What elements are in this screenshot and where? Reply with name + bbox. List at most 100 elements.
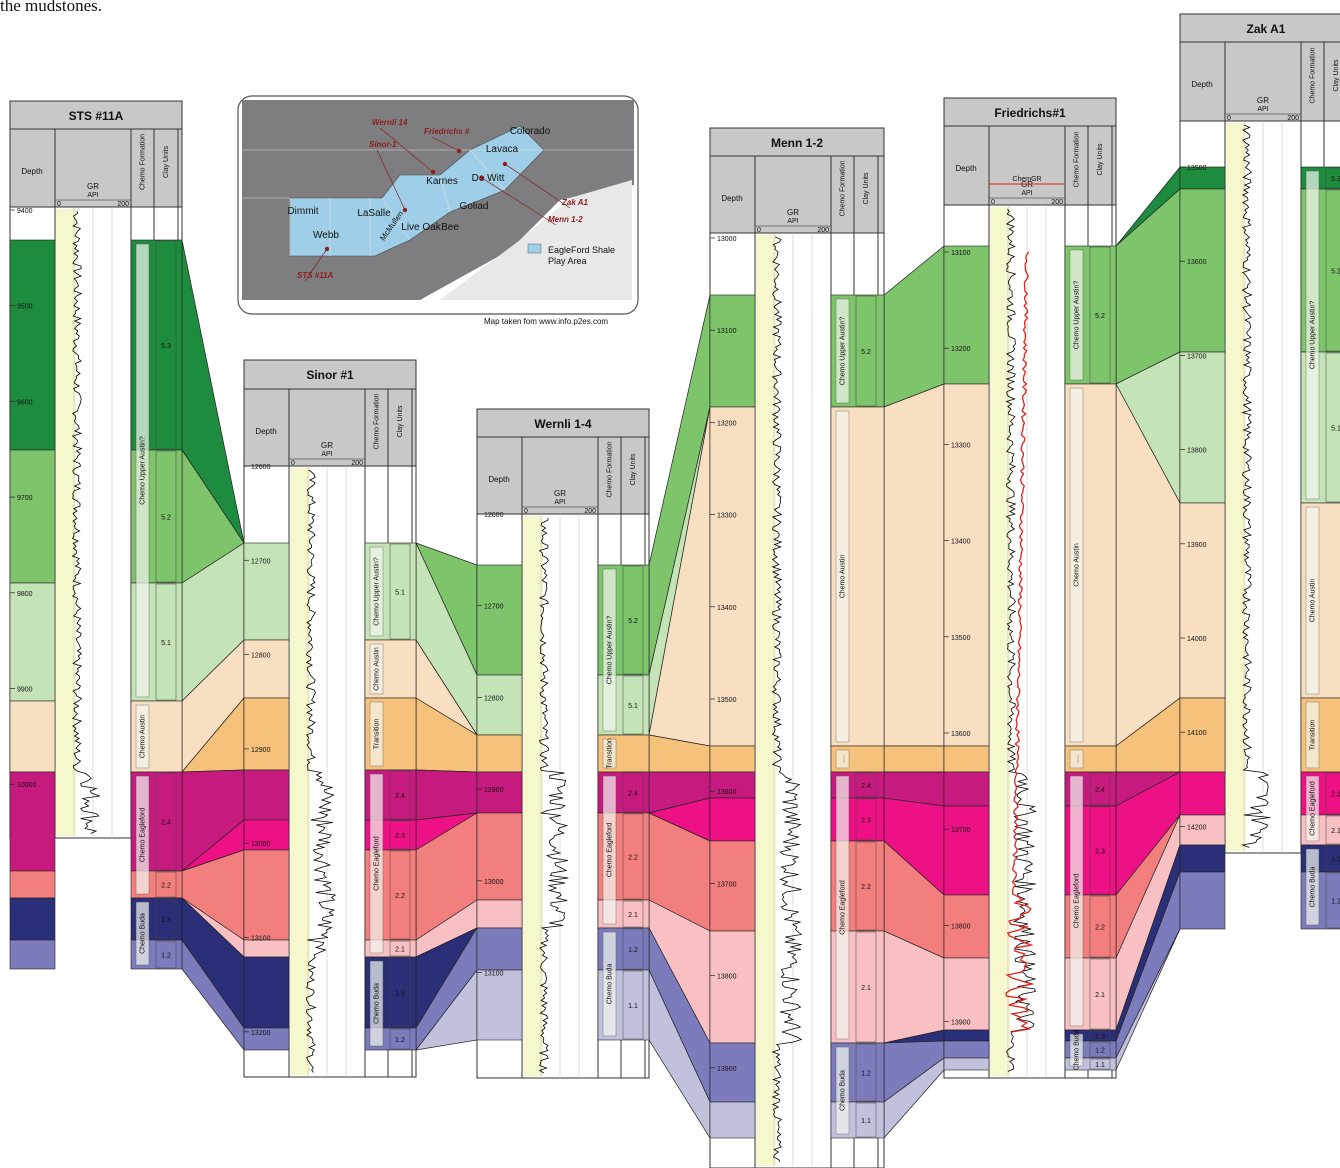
clay-unit-label: 1.3: [395, 991, 405, 998]
depth-unit: [476, 969, 523, 1041]
gr-fill: [56, 209, 76, 836]
clay-unit-label: 5.2: [1331, 269, 1340, 276]
formation-name: Chemo Upper Austin?: [139, 436, 146, 505]
depth-label: 13900: [717, 1066, 737, 1073]
api-header: API: [321, 451, 332, 458]
formation-box: [835, 298, 850, 404]
formation-box: [835, 749, 850, 769]
depth-label: 9900: [17, 687, 33, 694]
depth-header: Depth: [488, 475, 509, 484]
clay-header: Clay Units: [163, 146, 170, 178]
formation-box: [135, 704, 150, 769]
clay-box: [155, 898, 177, 940]
depth-label: 9500: [17, 304, 33, 311]
formation-name: Chemo Eagleford: [606, 823, 613, 878]
formation-box: [602, 738, 617, 769]
formation-header: Chemo Formation: [373, 393, 380, 449]
clay-unit-label: 1.2: [861, 1071, 871, 1078]
clay-unit-label: 2.2: [628, 855, 638, 862]
clay-box: [855, 772, 877, 798]
legend-swatch: [527, 243, 542, 254]
map-leader: [376, 149, 406, 211]
clay-box: [1325, 845, 1340, 872]
formation-box: [1069, 749, 1084, 769]
clay-box: [155, 583, 177, 701]
well-title-box: [476, 408, 650, 438]
formation-name: Chemo Austin: [839, 555, 846, 599]
api-header: API: [1021, 190, 1032, 197]
formation-name: ....: [1073, 755, 1080, 763]
gr-fill: [1226, 123, 1246, 851]
formation-header: Chemo Formation: [606, 441, 613, 497]
formation-header: Chemo Formation: [1309, 47, 1316, 103]
depth-unit: [709, 930, 756, 1044]
county-label: Live Oak: [401, 222, 441, 233]
clay-unit-label: 1.2: [395, 1037, 405, 1044]
formation-box: [1069, 775, 1084, 1027]
clay-unit-label: 2.4: [1095, 787, 1105, 794]
formation-name: Chemo Austin: [139, 715, 146, 759]
county-label: Lavaca: [486, 144, 519, 155]
depth-unit: [709, 745, 756, 773]
api-header: API: [554, 499, 565, 506]
depth-label: 13100: [717, 328, 737, 335]
depth-label: 14100: [1187, 730, 1207, 737]
formation-name: Chemo Buda: [839, 1070, 846, 1111]
clay-unit-label: 1.2: [1331, 899, 1340, 906]
depth-label: 13300: [951, 442, 971, 449]
map-credit: Map taken fom www.info.p2es.com: [484, 317, 608, 326]
clay-unit-label: 1.3: [1331, 857, 1340, 864]
depth-label: 10000: [17, 782, 37, 789]
formation-box: [1305, 848, 1320, 926]
clay-unit-label: 2.1: [1095, 992, 1105, 999]
well-name: Zak A1: [1247, 22, 1286, 36]
depth-unit: [943, 894, 990, 959]
depth-unit: [943, 383, 990, 747]
clay-unit-label: 1.2: [628, 947, 638, 954]
clay-unit-label: 1.1: [1095, 1062, 1105, 1069]
depth-label: 13700: [951, 827, 971, 834]
formation-box: [1305, 506, 1320, 695]
api-min: 0: [57, 201, 61, 208]
depth-unit: [709, 797, 756, 842]
clay-unit-label: 2.4: [161, 820, 171, 827]
depth-label: 13100: [484, 971, 504, 978]
depth-label: 12900: [484, 787, 504, 794]
depth-unit: [1179, 697, 1226, 773]
api-max: 200: [351, 460, 363, 467]
correlation-band: [415, 769, 478, 821]
track-header: [1179, 41, 1340, 122]
track-header: [709, 155, 885, 234]
clay-unit-label: 5.3: [161, 343, 171, 350]
depth-unit: [709, 406, 756, 747]
depth-label: 13000: [484, 879, 504, 886]
clay-unit-label: 2.2: [861, 884, 871, 891]
depth-unit: [9, 582, 56, 702]
formation-name: Chemo Eagleford: [1073, 874, 1080, 929]
well-name: Wernli 1-4: [534, 417, 591, 431]
well-title-box: [1179, 13, 1340, 43]
county-label: Bee: [441, 222, 459, 233]
formation-box: [135, 775, 150, 895]
depth-unit: [1179, 188, 1226, 353]
clay-box: [389, 957, 411, 1028]
formation-header: Chemo Formation: [139, 134, 146, 190]
clay-header: Clay Units: [397, 405, 404, 437]
depth-unit: [943, 957, 990, 1031]
map-well-label: Friedrichs #: [424, 127, 470, 136]
formation-name: Chemo Upper Austin?: [839, 317, 846, 386]
gr-header: GR: [787, 208, 799, 217]
clay-header: Clay Units: [630, 453, 637, 485]
formation-name: Chemo Eagleford: [373, 836, 380, 891]
clay-box: [155, 940, 177, 969]
formation-box: [135, 243, 150, 698]
clay-unit-label: 5.3: [1331, 176, 1340, 183]
well-name: Friedrichs#1: [994, 106, 1066, 120]
formation-name: ....: [839, 755, 846, 763]
api-max: 200: [817, 227, 829, 234]
formation-box: [369, 960, 384, 1047]
clay-box: [1325, 772, 1340, 815]
depth-label: 12600: [484, 512, 504, 519]
clay-unit-label: 5.2: [628, 618, 638, 625]
clay-box: [622, 970, 644, 1040]
